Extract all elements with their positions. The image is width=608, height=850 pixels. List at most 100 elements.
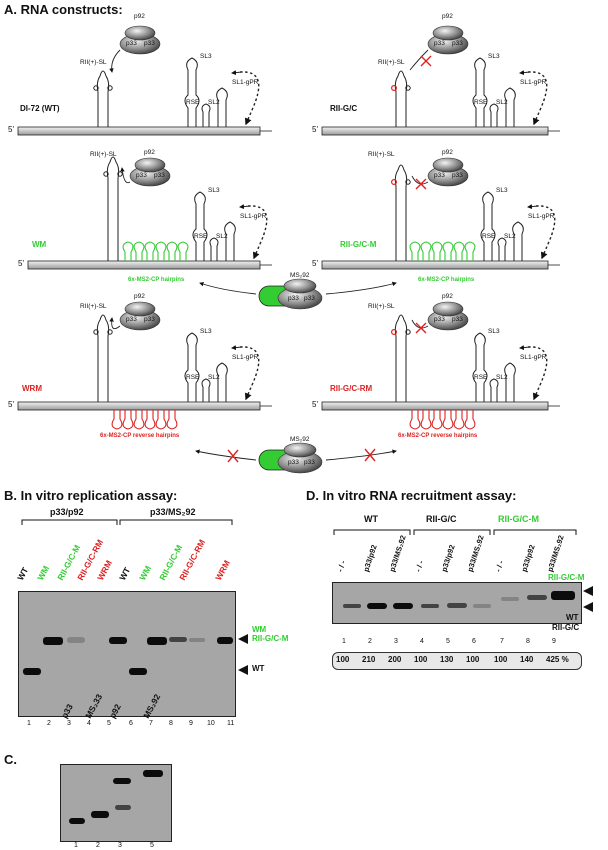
- construct-label-wt: DI-72 (WT): [20, 104, 60, 113]
- five-prime-6: 5': [312, 400, 318, 409]
- p92-label-6: p92: [442, 293, 453, 300]
- d-percent-2: 210: [362, 655, 376, 664]
- p33-label-1a: p33: [126, 40, 137, 47]
- sl1-label-2: SL1-gPR: [520, 79, 547, 86]
- sl3-label-4: SL3: [496, 187, 508, 194]
- five-prime-3: 5': [18, 259, 24, 268]
- d-group-rii-gc: RII-G/C: [426, 514, 457, 524]
- d-percent-1: 100: [336, 655, 350, 664]
- panel-b-group-brackets: [21, 519, 233, 525]
- rii-sl-label-6: RII(+)-SL: [368, 303, 395, 310]
- ms2-92-label-2: MS₂92: [290, 436, 310, 443]
- ms2-92-protein-bottom: [195, 442, 397, 474]
- d-arrow-upper: [583, 586, 593, 596]
- construct-label-rii-gc: RII-G/C: [330, 104, 358, 113]
- sl3-label-5: SL3: [200, 328, 212, 335]
- sl2-label-6: SL2: [496, 374, 508, 381]
- rse-label-5: RSE: [186, 374, 200, 381]
- rii-sl-label-5: RII(+)-SL: [80, 303, 107, 310]
- construct-label-wm: WM: [32, 240, 47, 249]
- ms2-92-protein-middle: [199, 278, 397, 310]
- d-percent-box: [332, 652, 582, 670]
- b-lane-label-11: WRM: [213, 558, 232, 582]
- c-band-lane3-upper: [113, 778, 131, 784]
- c-lane-num-2: 2: [96, 842, 100, 849]
- b-lane-label-2: WM: [35, 563, 52, 582]
- d-percent-3: 200: [388, 655, 402, 664]
- d-lane-num-2: 2: [368, 638, 372, 645]
- b-band-lane3: [67, 637, 85, 643]
- panel-c-gel: [60, 764, 172, 842]
- p92-label-3: p92: [144, 149, 155, 156]
- panel-d-gel: [332, 582, 582, 624]
- d-group-rii-gcm: RII-G/C-M: [498, 514, 539, 524]
- p33-label-2a: p33: [434, 40, 445, 47]
- b-label-upper-1: WM: [252, 625, 267, 634]
- p33-label-5a: p33: [126, 316, 137, 323]
- b-lane-num-7: 7: [149, 720, 153, 727]
- panel-b-gel: [18, 591, 236, 717]
- d-band-lane8: [527, 595, 547, 600]
- sl1-label-1: SL1-gPR: [232, 79, 259, 86]
- d-group-wt: WT: [364, 514, 378, 524]
- sl2-label-4: SL2: [504, 233, 516, 240]
- p33-label-5b: p33: [144, 316, 155, 323]
- sl3-label-1: SL3: [200, 53, 212, 60]
- c-lane-num-5: 5: [150, 842, 154, 849]
- construct-wm: [27, 156, 272, 270]
- sl1-label-4: SL1-gPR: [528, 213, 555, 220]
- c-band-lane3-lower: [115, 805, 131, 810]
- b-label-upper-2: RII-G/C-M: [252, 634, 289, 643]
- p33-label-m1a: p33: [288, 295, 299, 302]
- construct-wrm: [17, 301, 272, 430]
- d-lane-label-7: - / -: [493, 559, 506, 573]
- d-lane-num-4: 4: [420, 638, 424, 645]
- p92-label-2: p92: [442, 13, 453, 20]
- d-percent-4: 100: [414, 655, 428, 664]
- b-lane-num-4: 4: [87, 720, 91, 727]
- construct-wt: [17, 25, 272, 136]
- b-lane-num-6: 6: [129, 720, 133, 727]
- d-percent-9: 425 %: [546, 655, 569, 664]
- b-band-lane8: [169, 637, 187, 642]
- five-prime-1: 5': [8, 125, 14, 134]
- p33-label-m2b: p33: [304, 459, 315, 466]
- c-band-lane5: [143, 770, 163, 777]
- rii-sl-label-2: RII(+)-SL: [378, 59, 405, 66]
- b-lane-num-8: 8: [169, 720, 173, 727]
- c-lane-num-1: 1: [74, 842, 78, 849]
- c-lane-num-3: 3: [118, 842, 122, 849]
- b-lane-label-5: WRM: [95, 558, 114, 582]
- d-band-lane4: [421, 604, 439, 608]
- p92-label-5: p92: [134, 293, 145, 300]
- panel-b-title: B. In vitro replication assay:: [4, 488, 178, 503]
- p92-label-4: p92: [442, 149, 453, 156]
- p33-label-6a: p33: [434, 316, 445, 323]
- p33-label-3b: p33: [154, 172, 165, 179]
- p92-label-1: p92: [134, 13, 145, 20]
- panel-b-group-2: p33/MS₂92: [150, 507, 196, 517]
- d-band-lane1: [343, 604, 361, 608]
- d-lane-label-1: - / -: [335, 559, 348, 573]
- c-band-lane2: [91, 811, 109, 818]
- d-lane-label-5: p33/p92: [439, 543, 457, 573]
- b-lane-label-6: WT: [117, 565, 133, 582]
- d-lane-num-6: 6: [472, 638, 476, 645]
- d-band-lane7: [501, 597, 519, 601]
- d-lane-num-1: 1: [342, 638, 346, 645]
- rse-label-6: RSE: [474, 374, 488, 381]
- five-prime-2: 5': [312, 125, 318, 134]
- d-band-lane3: [393, 603, 413, 609]
- d-label-lower-1: WT: [566, 613, 579, 622]
- b-arrow-lower: [238, 665, 248, 675]
- b-lane-num-9: 9: [189, 720, 193, 727]
- rse-label-3: RSE: [194, 233, 208, 240]
- sl3-label-6: SL3: [488, 328, 500, 335]
- d-band-lane5: [447, 603, 467, 608]
- rna-constructs-diagram: [17, 25, 560, 474]
- b-lane-num-1: 1: [27, 720, 31, 727]
- rse-label-1: RSE: [186, 99, 200, 106]
- sl1-label-5: SL1-gPR: [232, 354, 259, 361]
- d-lane-label-4: - / -: [413, 559, 426, 573]
- d-lane-label-8: p33/p92: [519, 543, 537, 573]
